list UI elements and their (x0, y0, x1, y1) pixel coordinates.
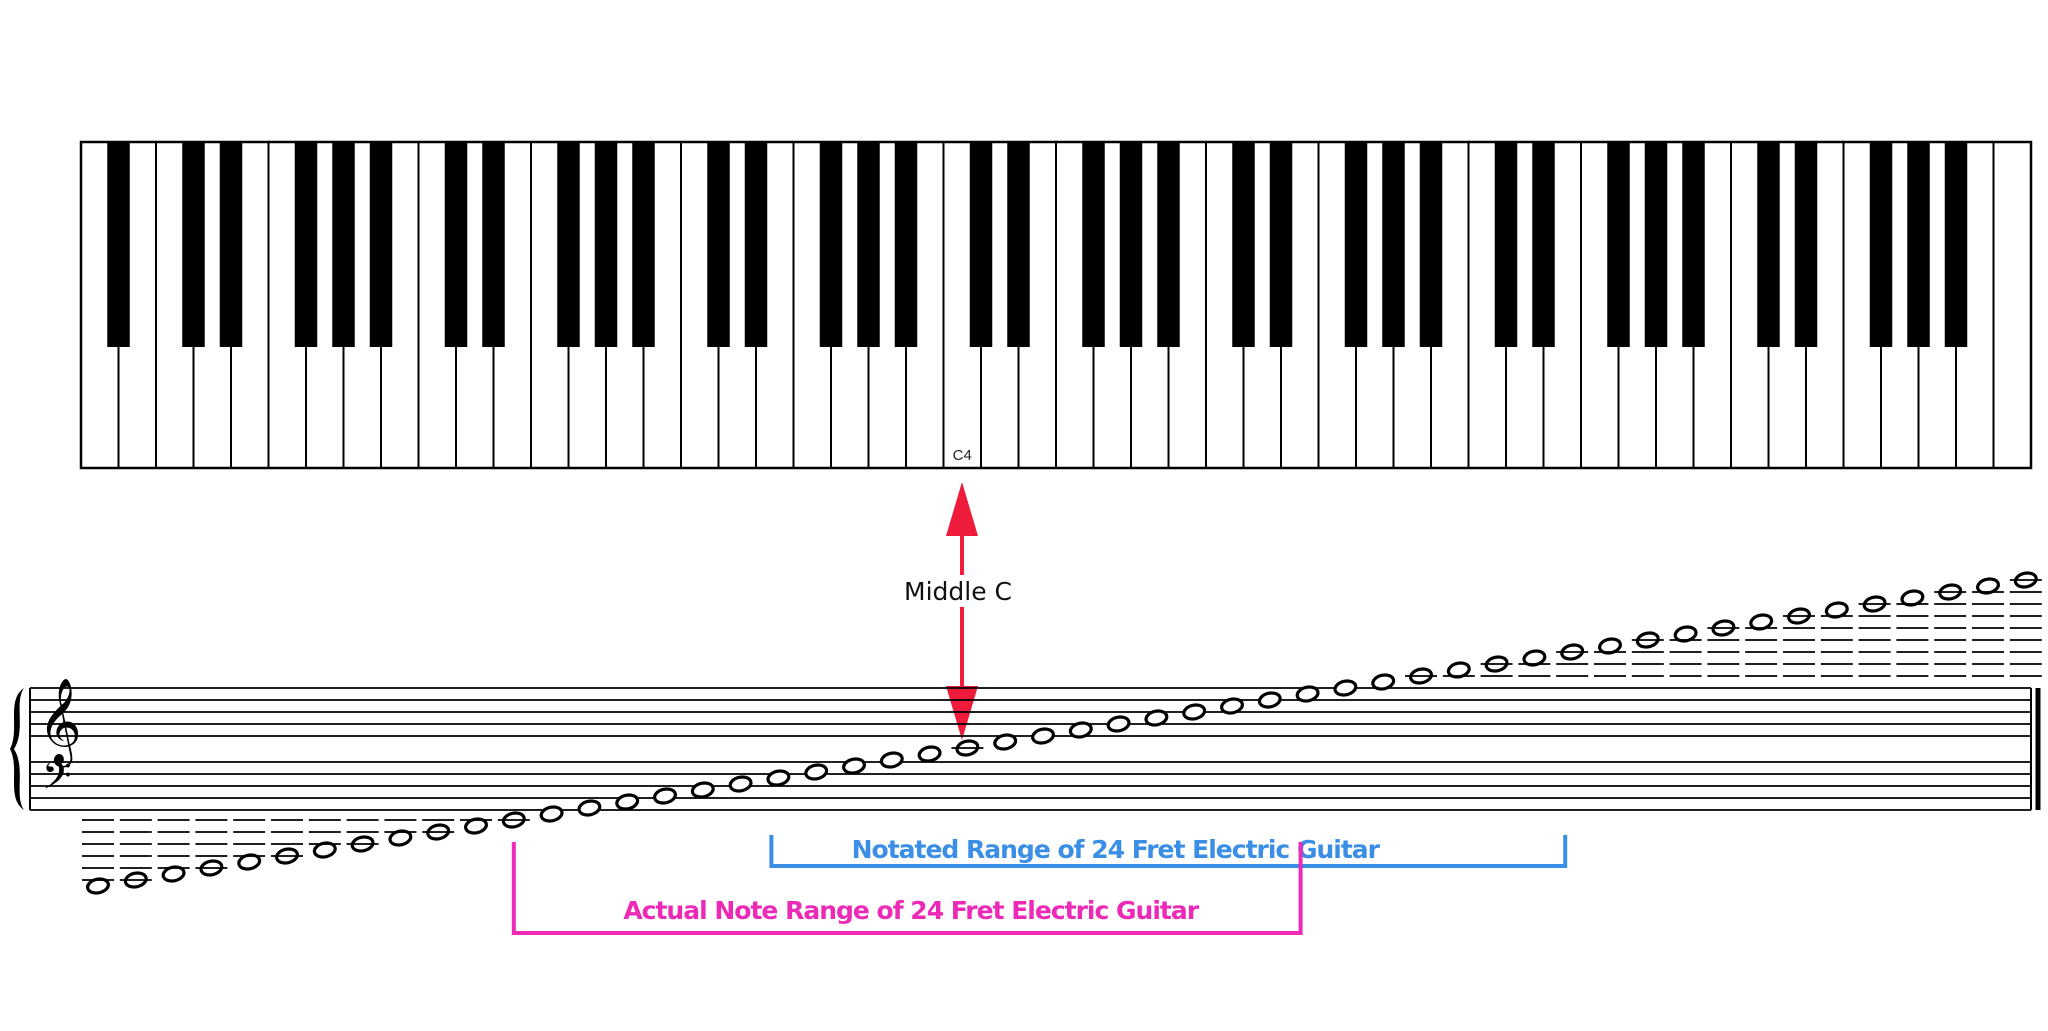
treble-clef-icon: 𝄞 (38, 678, 82, 768)
whole-note (1068, 721, 1093, 739)
notated-range-line (769, 835, 1568, 868)
middle-c-label: Middle C (904, 577, 1012, 606)
black-key (1532, 142, 1555, 347)
black-key (294, 142, 318, 347)
whole-note (917, 745, 942, 763)
black-keys (107, 142, 1968, 347)
actual-range-label: Actual Note Range of 24 Fret Electric Gu… (623, 896, 1199, 925)
whole-note (1144, 709, 1169, 727)
black-key (482, 142, 505, 347)
black-key (819, 142, 843, 347)
whole-note (1295, 685, 1320, 703)
whole-note (1106, 715, 1131, 733)
black-key (1757, 142, 1780, 347)
bass-clef-icon: 𝄢 (42, 753, 72, 807)
black-key (1907, 142, 1930, 347)
black-key (182, 142, 205, 347)
grand-staff: 𝄞 𝄢 (10, 571, 2042, 895)
grand-staff-brace-icon (10, 688, 24, 810)
black-key (107, 142, 130, 347)
black-key (857, 142, 880, 347)
black-key (369, 142, 393, 347)
black-key (969, 142, 993, 347)
black-key (1157, 142, 1180, 347)
actual-range-bracket: Actual Note Range of 24 Fret Electric Gu… (511, 842, 1303, 935)
black-key (632, 142, 655, 347)
whole-note (804, 763, 829, 781)
arrow-head-down-icon (946, 686, 978, 740)
black-key (1682, 142, 1705, 347)
whole-note (690, 781, 715, 799)
whole-note (879, 751, 904, 769)
notated-range-bracket: Notated Range of 24 Fret Electric Guitar (769, 835, 1568, 868)
whole-note (1371, 673, 1396, 691)
black-key (1119, 142, 1143, 347)
arrow-head-up-icon (946, 482, 978, 536)
whole-note (539, 805, 564, 823)
black-key (557, 142, 580, 347)
whole-note (1220, 697, 1244, 715)
black-key (444, 142, 468, 347)
whole-note (577, 799, 602, 817)
black-key (1007, 142, 1030, 347)
black-key (219, 142, 243, 347)
black-key (707, 142, 730, 347)
black-key (744, 142, 768, 347)
whole-note (653, 787, 677, 805)
ledger-lines (82, 579, 2042, 881)
note-sequence (86, 571, 2038, 895)
black-key (332, 142, 355, 347)
middle-c-arrow: Middle C (904, 482, 1012, 740)
middle-c-key-label: C4 (953, 447, 972, 464)
actual-range-line (511, 842, 1303, 935)
black-key (1607, 142, 1630, 347)
black-key (1382, 142, 1405, 347)
whole-note (728, 775, 753, 793)
black-key (1869, 142, 1893, 347)
whole-note (1031, 727, 1055, 745)
black-key (1419, 142, 1443, 347)
black-key (594, 142, 618, 347)
whole-note (1333, 679, 1358, 697)
notated-range-label: Notated Range of 24 Fret Electric Guitar (852, 835, 1381, 864)
whole-note (842, 757, 866, 775)
black-key (1494, 142, 1518, 347)
whole-note (1182, 703, 1207, 721)
black-key (1082, 142, 1105, 347)
black-key (1794, 142, 1818, 347)
whole-note (615, 793, 640, 811)
whole-note (766, 769, 791, 787)
black-key (1344, 142, 1368, 347)
black-key (1644, 142, 1668, 347)
staff-lines (30, 687, 2031, 811)
black-key (1232, 142, 1255, 347)
whole-note (993, 733, 1018, 751)
black-key (1269, 142, 1293, 347)
black-key (894, 142, 918, 347)
piano-keyboard: C4 (79, 140, 2033, 470)
black-key (1944, 142, 1968, 347)
whole-note (1257, 691, 1282, 709)
